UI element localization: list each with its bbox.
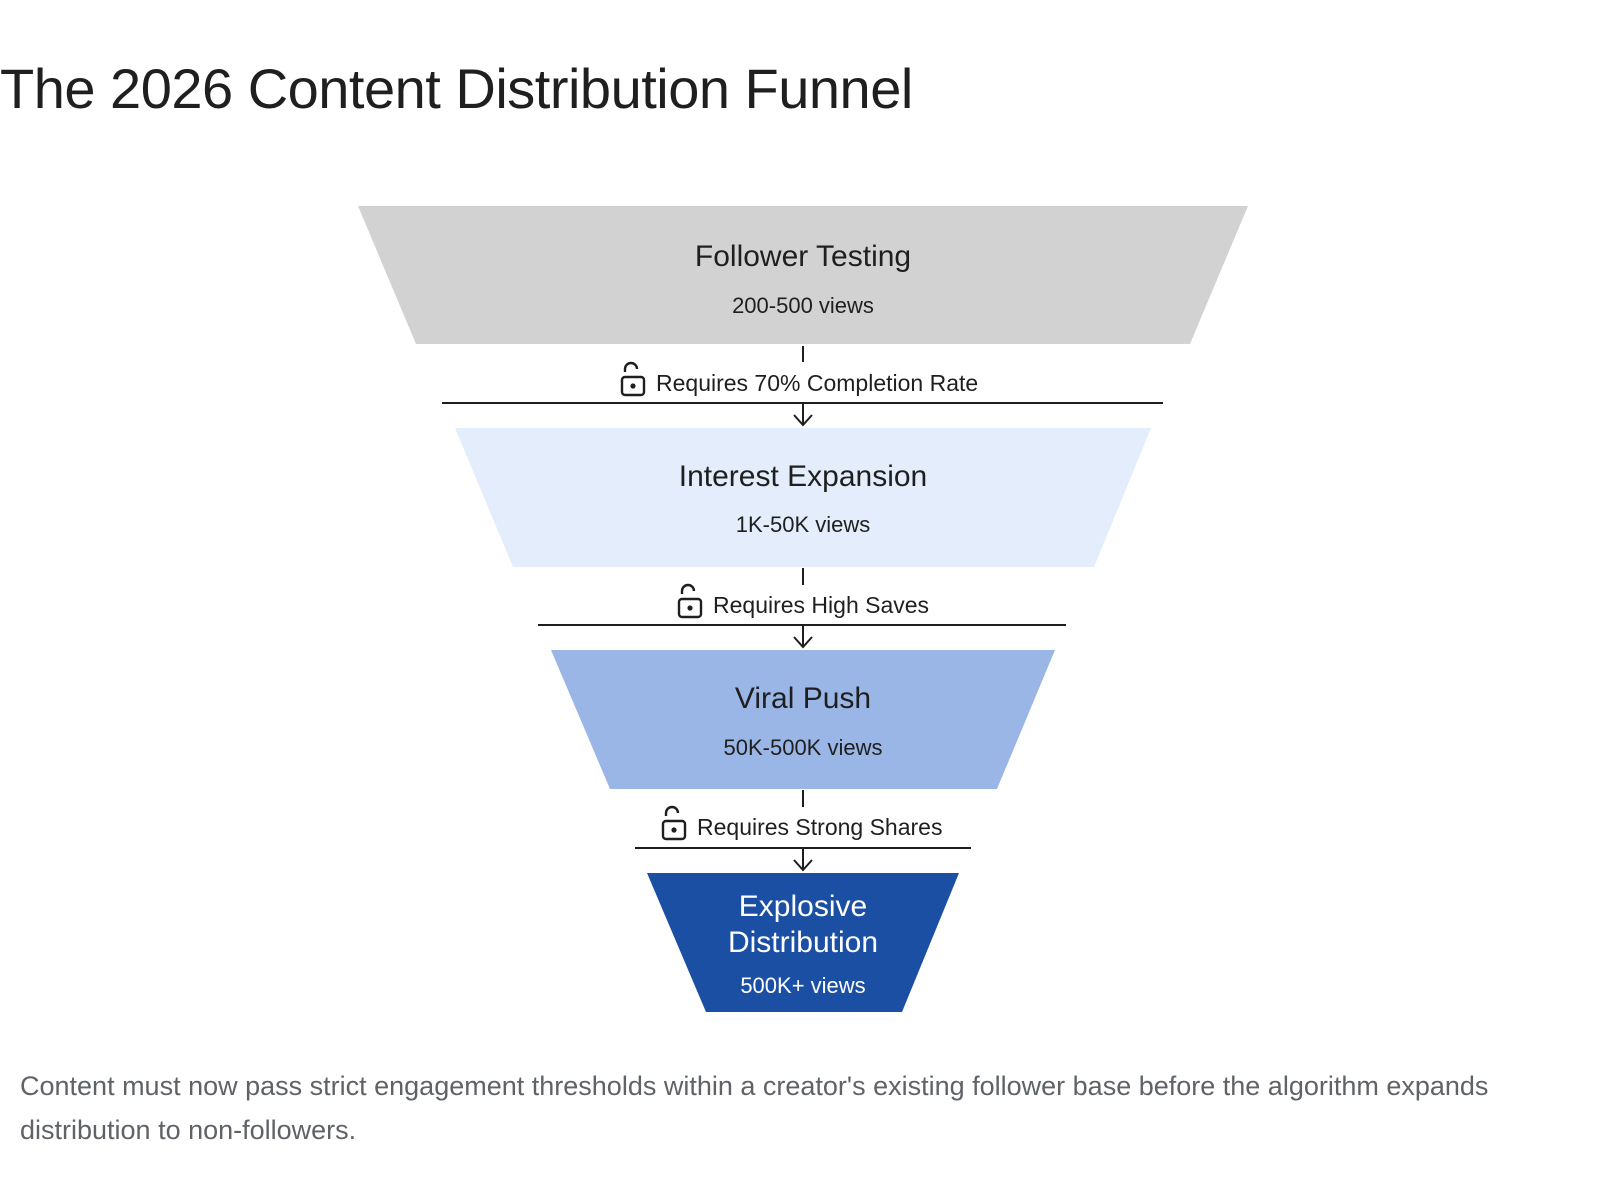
unlocked-padlock-icon	[620, 361, 646, 397]
funnel-stage-follower-testing: Follower Testing 200-500 views	[358, 206, 1248, 344]
stage-views: 500K+ views	[740, 973, 865, 998]
stage-title: Follower Testing	[695, 240, 911, 273]
arrow-down-icon	[793, 414, 813, 427]
funnel-stage-shape	[358, 206, 1248, 344]
funnel-stage-viral-push: Viral Push 50K-500K views	[551, 650, 1055, 789]
funnel-stage-interest-expansion: Interest Expansion 1K-50K views	[455, 428, 1151, 567]
arrow-down-icon	[793, 859, 813, 872]
caption: Content must now pass strict engagement …	[20, 1071, 1489, 1145]
arrow-down-icon	[793, 636, 813, 649]
funnel-stage-shape	[551, 650, 1055, 789]
funnel-gate-high-saves: Requires High Saves	[538, 568, 1066, 649]
unlocked-padlock-icon	[661, 805, 687, 841]
stage-views: 200-500 views	[732, 293, 874, 318]
gate-label: Requires Strong Shares	[697, 814, 942, 840]
funnel-stage-shape	[455, 428, 1151, 567]
unlocked-padlock-icon	[677, 583, 703, 619]
funnel-stage-explosive-distribution: Explosive Distribution 500K+ views	[647, 873, 959, 1012]
page-title: The 2026 Content Distribution Funnel	[0, 57, 913, 120]
gate-label: Requires 70% Completion Rate	[656, 370, 978, 396]
funnel-diagram: Follower Testing 200-500 views Requires …	[358, 206, 1248, 1012]
funnel-gate-completion-rate: Requires 70% Completion Rate	[442, 346, 1163, 427]
stage-views: 50K-500K views	[724, 735, 883, 760]
stage-views: 1K-50K views	[736, 512, 871, 537]
funnel-gate-strong-shares: Requires Strong Shares	[635, 790, 971, 872]
stage-title-line-1: Explosive	[739, 890, 867, 923]
stage-title-line-2: Distribution	[728, 926, 878, 959]
gate-label: Requires High Saves	[713, 592, 929, 618]
stage-title: Interest Expansion	[679, 460, 927, 493]
stage-title: Viral Push	[735, 682, 871, 715]
funnel-stage-shape	[647, 873, 959, 1012]
